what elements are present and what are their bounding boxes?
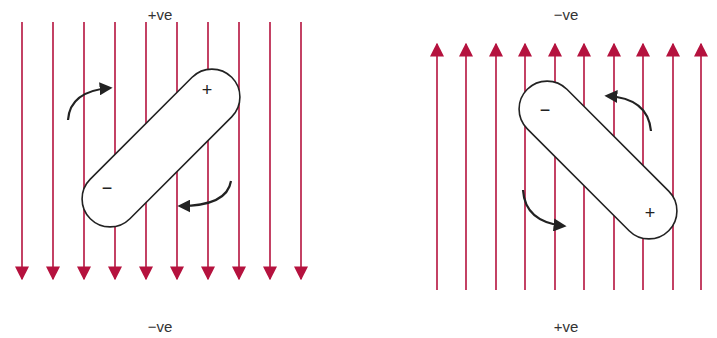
capsule-shape [70, 57, 251, 238]
plate-charge-label: −ve [554, 7, 579, 22]
field-line [114, 22, 116, 279]
charge-sign: − [540, 101, 551, 119]
rotation-arrow [68, 88, 110, 120]
field-line [52, 22, 54, 279]
plate-charge-label: −ve [148, 319, 173, 334]
field-lines-down [22, 22, 301, 279]
dipole-molecule: +− [81, 68, 241, 228]
capsule-outline [81, 68, 241, 228]
dipole-molecule: −+ [518, 80, 678, 240]
field-lines-up [437, 44, 701, 290]
plate-charge-label: +ve [554, 319, 579, 334]
field-line [238, 22, 240, 279]
field-line [83, 22, 85, 279]
rotation-arrow [180, 181, 231, 206]
field-line [21, 22, 23, 279]
field-line [554, 44, 556, 290]
field-line [672, 44, 674, 290]
field-line [269, 22, 271, 279]
capsule-shape [507, 69, 688, 250]
rotation-arrow [607, 96, 651, 131]
field-line [700, 44, 702, 290]
plate-charge-label: +ve [148, 7, 173, 22]
field-line [495, 44, 497, 290]
charge-sign: − [102, 179, 113, 197]
charge-sign: + [645, 204, 656, 222]
charge-sign: + [202, 81, 213, 99]
field-line [465, 44, 467, 290]
rotation-arrow [523, 190, 564, 226]
field-line [436, 44, 438, 290]
field-line [207, 22, 209, 279]
field-line [524, 44, 526, 290]
field-line [300, 22, 302, 279]
